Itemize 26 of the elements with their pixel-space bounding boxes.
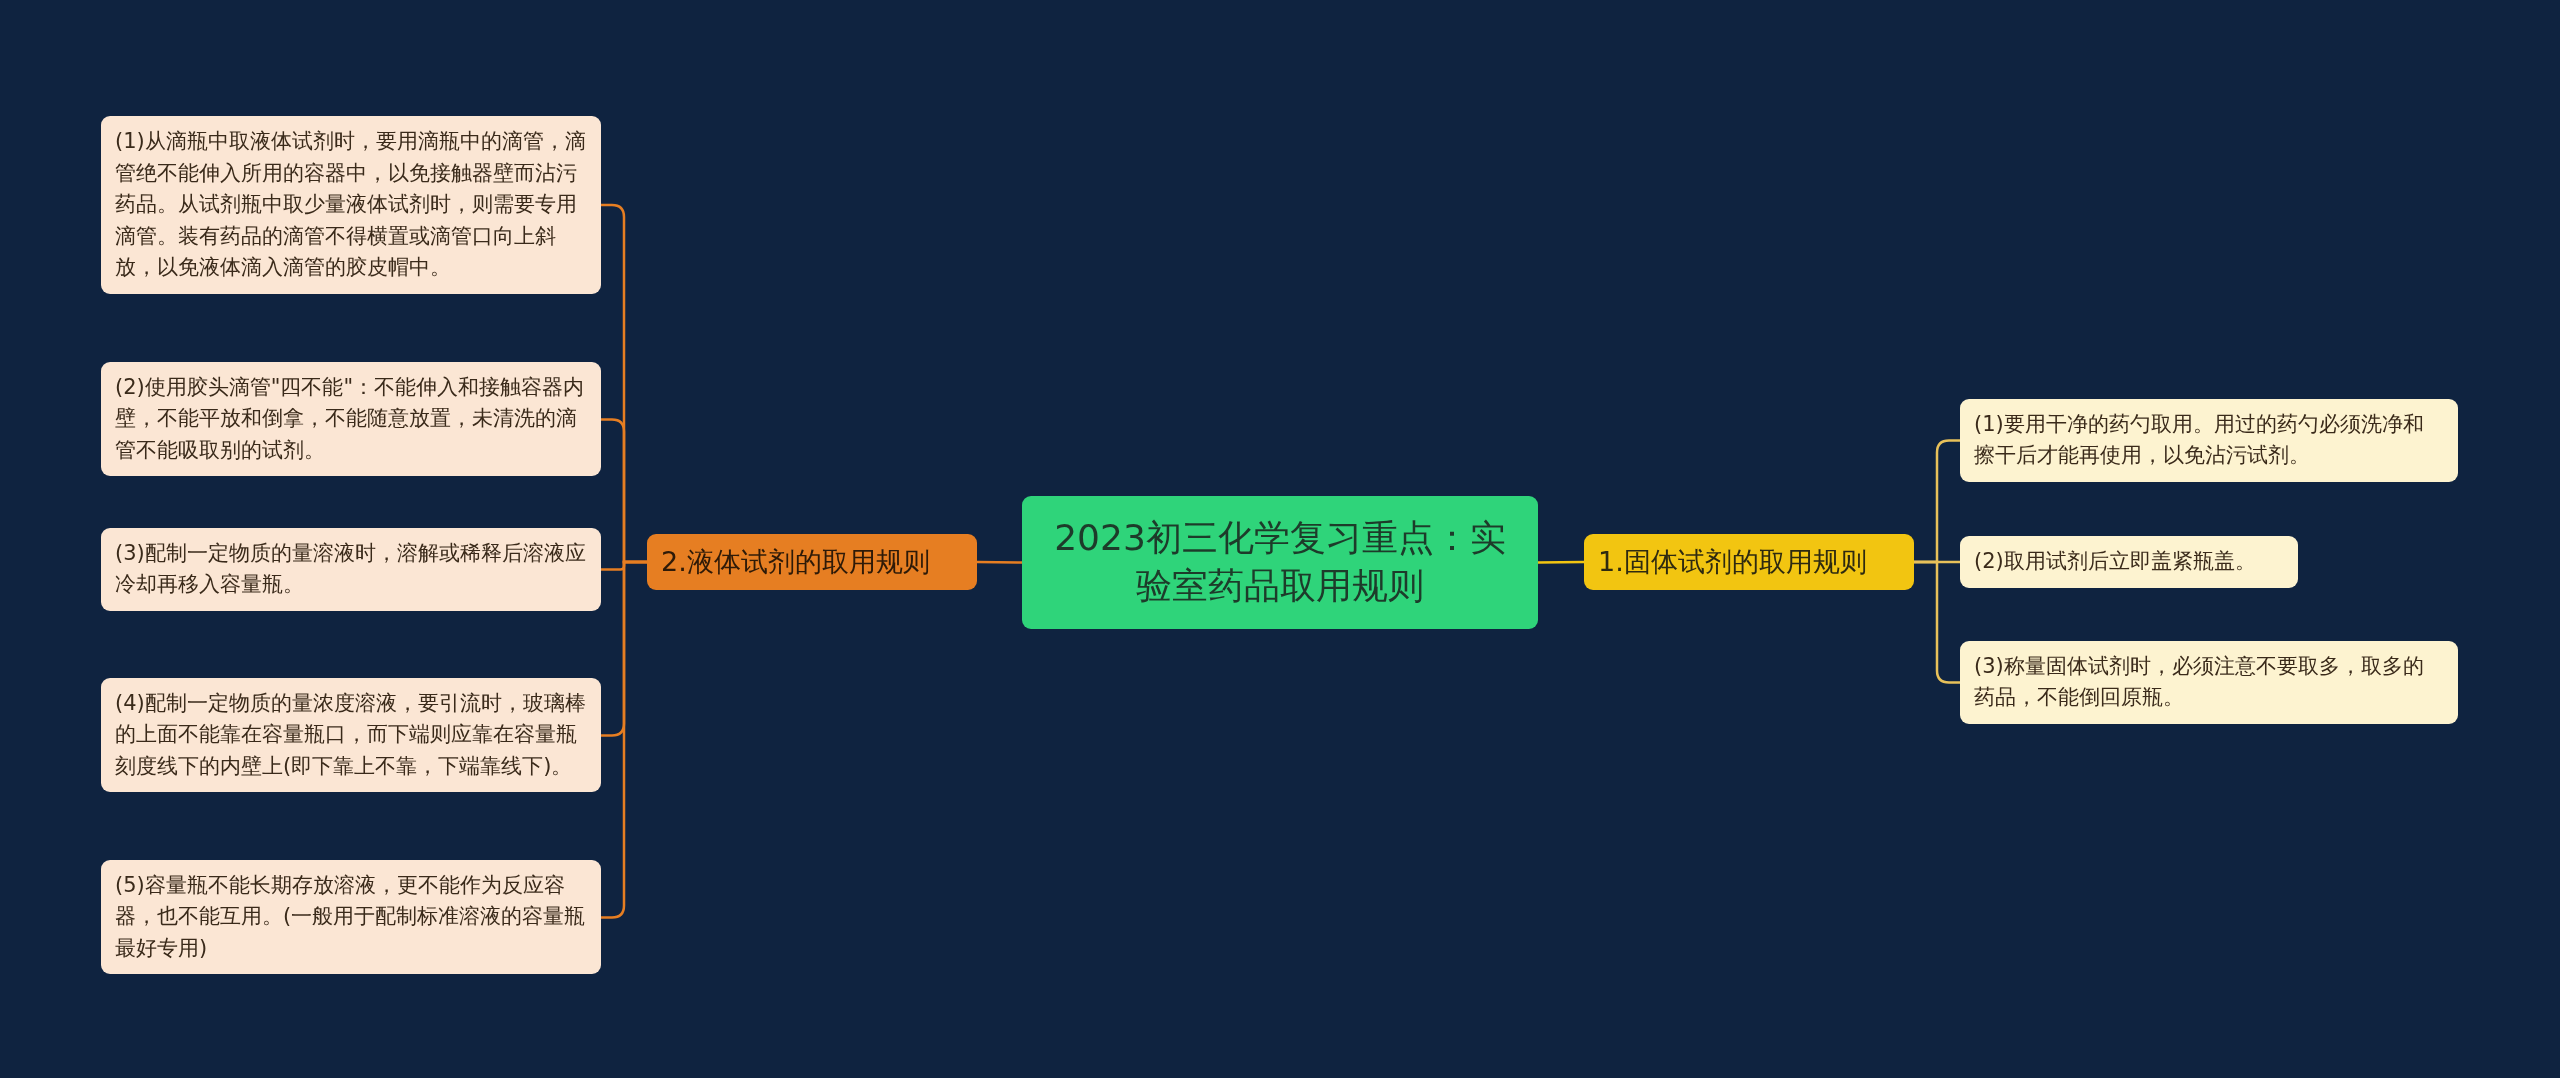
note-box [101, 116, 601, 294]
connector-line [977, 560, 1022, 564]
note-box [1960, 640, 2458, 724]
central-topic-box [1022, 495, 1538, 629]
connector-line [601, 560, 647, 919]
node-text: (2)使用胶头滴管"四不能"：不能伸入和接触容器内壁，不能平放和倒拿，不能随意放置，未清洗的滴管不能吸取别的试剂。 [115, 373, 586, 464]
note-box [1960, 536, 2298, 588]
note-box [101, 677, 601, 792]
node-text: (5)容量瓶不能长期存放溶液，更不能作为反应容器，也不能互用。(一般用于配制标准溶液的容量瓶最好专用) [115, 871, 587, 962]
node-text: (2)取用试剂后立即盖紧瓶盖。 [1974, 548, 2257, 575]
node-text: 2023初三化学复习重点：实验室药品取用规则 [1053, 515, 1507, 609]
connector-line [1914, 560, 1960, 684]
note-box [101, 527, 601, 611]
node-text: (3)配制一定物质的量溶液时，溶解或稀释后溶液应冷却再移入容量瓶。 [115, 539, 587, 598]
node-text: 2.液体试剂的取用规则 [661, 545, 931, 579]
note-box [101, 859, 601, 974]
node-text: (3)称量固体试剂时，必须注意不要取多，取多的药品，不能倒回原瓶。 [1974, 652, 2425, 711]
node-text: (1)从滴瓶中取液体试剂时，要用滴瓶中的滴管，滴管绝不能伸入所用的容器中，以免接触器壁而沾污药品。从试剂瓶中取少量液体试剂时，则需要专用滴管。装有药品的滴管不得横置或滴管口向上斜放，以免液体滴入滴管的胶皮帽中。 [115, 128, 587, 281]
branch-topic-box [647, 534, 977, 590]
branch-topic-box [1584, 534, 1914, 590]
note-box [101, 361, 601, 476]
connector-line [1538, 560, 1584, 564]
node-text: (1)要用干净的药勺取用。用过的药勺必须洗净和擦干后才能再使用，以免沾污试剂。 [1974, 410, 2425, 469]
node-text: 1.固体试剂的取用规则 [1598, 545, 1868, 579]
node-text: (4)配制一定物质的量浓度溶液，要引流时，玻璃棒的上面不能靠在容量瓶口，而下端则应靠在容量瓶刻度线下的内壁上(即下靠上不靠，下端靠线下)。 [115, 689, 587, 780]
note-box [1960, 398, 2458, 482]
